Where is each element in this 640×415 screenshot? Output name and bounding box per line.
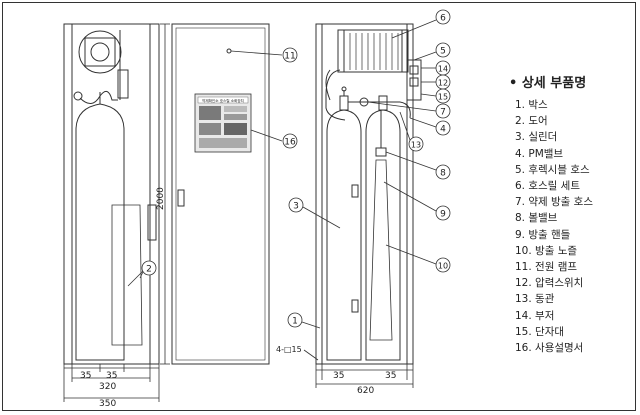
legend-item: 7. 약제 방출 호스 (515, 196, 593, 209)
svg-text:13: 13 (411, 141, 421, 150)
side-box-outline (63, 23, 160, 365)
dim-side-inner: 320 (99, 382, 116, 392)
legend-item: 1. 박스 (515, 99, 548, 111)
legend-item: 8. 볼밸브 (515, 212, 558, 225)
callout-5 (435, 42, 451, 58)
manual-title: 약제확인소 호스릴 소화장치 (202, 98, 244, 103)
drawing-frame (2, 2, 636, 411)
callout-4 (435, 120, 451, 136)
instruction-manual-panel: 약제확인소 호스릴 소화장치 (194, 93, 252, 153)
dim-front-right: 35 (385, 371, 396, 381)
dim-height: 2000 (156, 187, 166, 210)
svg-text:10: 10 (438, 262, 448, 271)
svg-text:5: 5 (440, 47, 446, 57)
svg-text:7: 7 (440, 108, 446, 118)
dim-side-outer: 350 (99, 399, 116, 409)
front-dimensions (315, 364, 414, 388)
svg-text:6: 6 (440, 14, 446, 24)
legend-item: 14. 부저 (515, 309, 555, 322)
side-dimensions (63, 364, 160, 402)
callout-10 (435, 257, 451, 273)
callout-16 (282, 133, 298, 149)
callout-9 (435, 205, 451, 221)
legend-item: 3. 실린더 (515, 131, 558, 144)
hose-reel-set (337, 29, 409, 73)
discharge-nozzle (369, 159, 393, 341)
door-outline (171, 23, 270, 365)
callout-13 (408, 136, 424, 152)
callout-15 (435, 88, 451, 104)
front-open-view (315, 23, 422, 365)
side-cylinder (75, 103, 125, 361)
hose-reel-side (78, 30, 122, 74)
legend-item: 9. 방출 핸들 (515, 228, 571, 241)
legend-item: 16. 사용설명서 (515, 342, 584, 355)
legend-item: 10. 방출 노즐 (515, 244, 578, 257)
legend-item: 4. PM밸브 (515, 147, 564, 160)
cylinder-left (326, 109, 362, 361)
parts-legend: • 상세 부품명 1. 박스 2. 도어 3. 실린더 4. PM밸브 5. 후… (509, 72, 634, 356)
side-view (63, 23, 160, 365)
legend-item: 13. 동관 (515, 293, 555, 306)
door-view (171, 23, 270, 365)
callout-7 (435, 103, 451, 119)
legend-item: 5. 후렉시블 호스 (515, 163, 590, 176)
legend-item: 15. 단자대 (515, 325, 565, 338)
legend-item: 11. 전원 램프 (515, 261, 578, 274)
callout-3 (288, 197, 304, 213)
svg-text:15: 15 (438, 93, 448, 102)
dim-front-left: 35 (333, 371, 344, 381)
legend-item: 2. 도어 (515, 115, 548, 128)
dim-side-left: 35 (80, 371, 91, 381)
svg-text:16: 16 (284, 138, 296, 148)
callout-1 (287, 312, 303, 328)
svg-text:8: 8 (440, 169, 446, 179)
callout-6 (435, 9, 451, 25)
hole-note: 4-□15 (276, 345, 302, 354)
svg-text:3: 3 (293, 202, 299, 212)
legend-title: • 상세 부품명 (509, 76, 587, 91)
svg-text:11: 11 (284, 52, 295, 62)
svg-text:9: 9 (440, 210, 446, 220)
svg-text:1: 1 (292, 317, 298, 327)
dim-front-width: 620 (357, 386, 374, 396)
legend-item: 12. 압력스위치 (515, 277, 584, 290)
legend-item: 6. 호스릴 세트 (515, 180, 580, 193)
callout-11 (282, 47, 298, 63)
svg-text:2: 2 (146, 265, 152, 275)
svg-text:12: 12 (438, 79, 448, 88)
callout-8 (435, 164, 451, 180)
svg-text:14: 14 (438, 65, 448, 74)
svg-text:4: 4 (440, 125, 446, 135)
front-box-outline (315, 23, 414, 365)
callout-2 (141, 260, 157, 276)
height-dimension (160, 23, 170, 365)
dim-side-right: 35 (106, 371, 117, 381)
